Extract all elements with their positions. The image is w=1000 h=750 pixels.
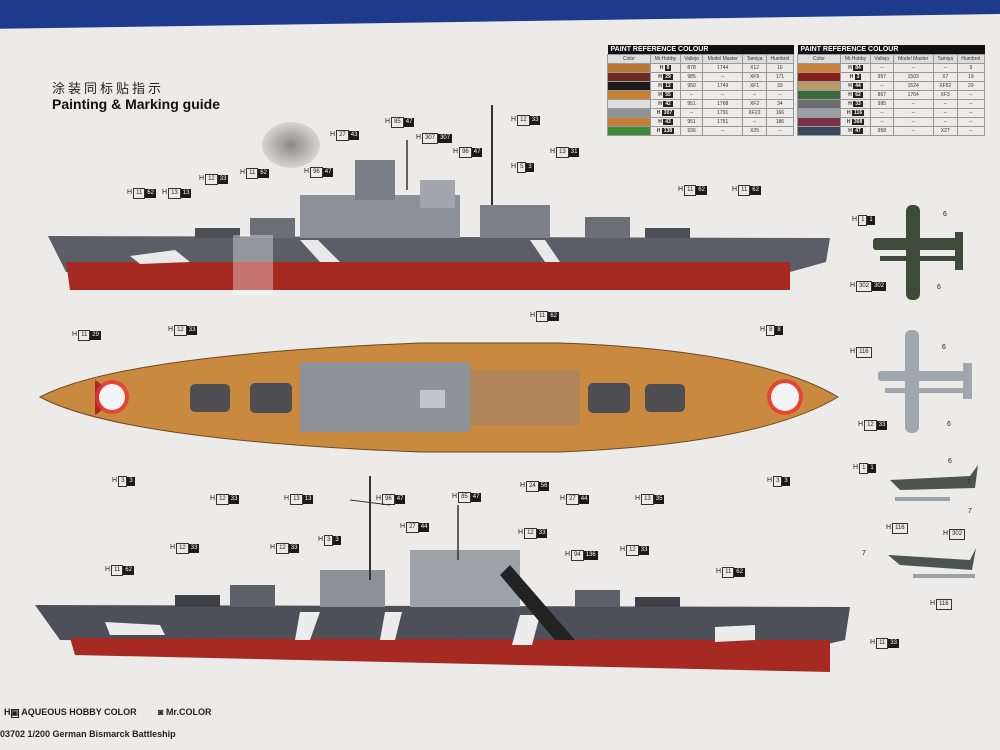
aircraft-side-2 bbox=[888, 548, 976, 578]
paint-code-cell: -- bbox=[892, 126, 934, 136]
paint-code-cell: -- bbox=[702, 126, 744, 136]
paint-table-heading: PAINT REFERENCE COLOUR bbox=[797, 45, 985, 55]
paint-code-cell: -- bbox=[956, 126, 986, 136]
aircraft-top-dark bbox=[873, 205, 963, 300]
footer-mrcolor: ◙ Mr.COLOR bbox=[158, 707, 212, 717]
decal-callout-number: 6 bbox=[948, 458, 952, 465]
decal-callout-number: 6 bbox=[942, 344, 946, 351]
ship-side-view-bottom bbox=[35, 476, 850, 672]
title-english: Painting & Marking guide bbox=[52, 96, 221, 112]
paint-code-cell: -- bbox=[765, 126, 795, 136]
footer-aqueous: H▣ AQUEOUS HOBBY COLOR bbox=[4, 707, 137, 718]
aircraft-side-1 bbox=[890, 465, 978, 501]
ship-top-view bbox=[38, 342, 839, 453]
paint-row: H 84------9 bbox=[797, 63, 986, 73]
decal-callout-number: 6 bbox=[943, 211, 947, 218]
footer-product-code: 03702 1/200 German Bismarck Battleship bbox=[0, 729, 176, 739]
decal-callout-number: 7 bbox=[967, 479, 971, 486]
color-swatch bbox=[607, 126, 651, 136]
ship-side-view-top bbox=[48, 105, 830, 295]
decal-callout-number: 6 bbox=[947, 421, 951, 428]
title-chinese: 涂装同标贴指示 bbox=[52, 81, 165, 96]
paint-table-heading: PAINT REFERENCE COLOUR bbox=[607, 45, 794, 55]
paint-code-cell: 936 bbox=[679, 126, 704, 136]
paint-code-cell: 958 bbox=[870, 126, 894, 136]
decal-callout-number: 7 bbox=[968, 508, 972, 515]
decal-callout-number: 7 bbox=[862, 550, 866, 557]
decal-callout-number: 6 bbox=[937, 284, 941, 291]
aircraft-bottom-light bbox=[878, 330, 972, 433]
smudge bbox=[262, 122, 320, 168]
